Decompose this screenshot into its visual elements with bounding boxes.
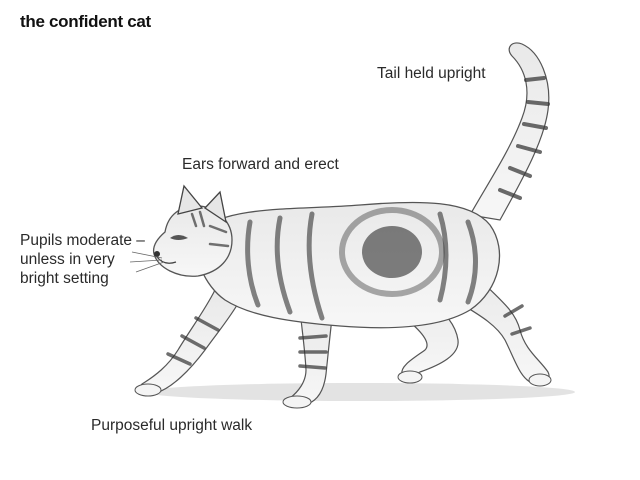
pupils-annotation-line-1: Pupils moderate – — [20, 232, 145, 249]
body-stripes — [245, 211, 478, 321]
head-stripes — [190, 210, 230, 248]
left-ear — [177, 184, 204, 215]
tail-annotation: Tail held upright — [377, 65, 486, 82]
leg-stripes — [166, 304, 532, 370]
pupils-annotation-line-3: bright setting — [20, 270, 109, 287]
cat-nose — [154, 251, 160, 257]
ears-annotation: Ears forward and erect — [182, 156, 339, 173]
cat-body — [196, 201, 501, 329]
tail-stripes — [498, 76, 550, 200]
cat-eye — [170, 235, 188, 240]
pupils-annotation-line-2: unless in very — [20, 251, 115, 268]
right-ear — [204, 190, 227, 224]
paw-front-left — [134, 383, 162, 397]
pupils-annotation: Pupils moderate – unless in very bright … — [20, 231, 145, 288]
ground-shadow — [145, 383, 575, 401]
flank-ring — [339, 207, 445, 297]
whiskers — [129, 251, 165, 273]
page-title: the confident cat — [20, 12, 151, 31]
paw-rear-left — [528, 373, 552, 387]
walk-annotation: Purposeful upright walk — [91, 417, 253, 434]
paw-rear-right — [397, 370, 423, 384]
flank-patch — [362, 226, 422, 278]
paw-front-right — [282, 395, 312, 409]
cat-tail — [469, 42, 550, 221]
cat-mouth — [156, 256, 177, 264]
